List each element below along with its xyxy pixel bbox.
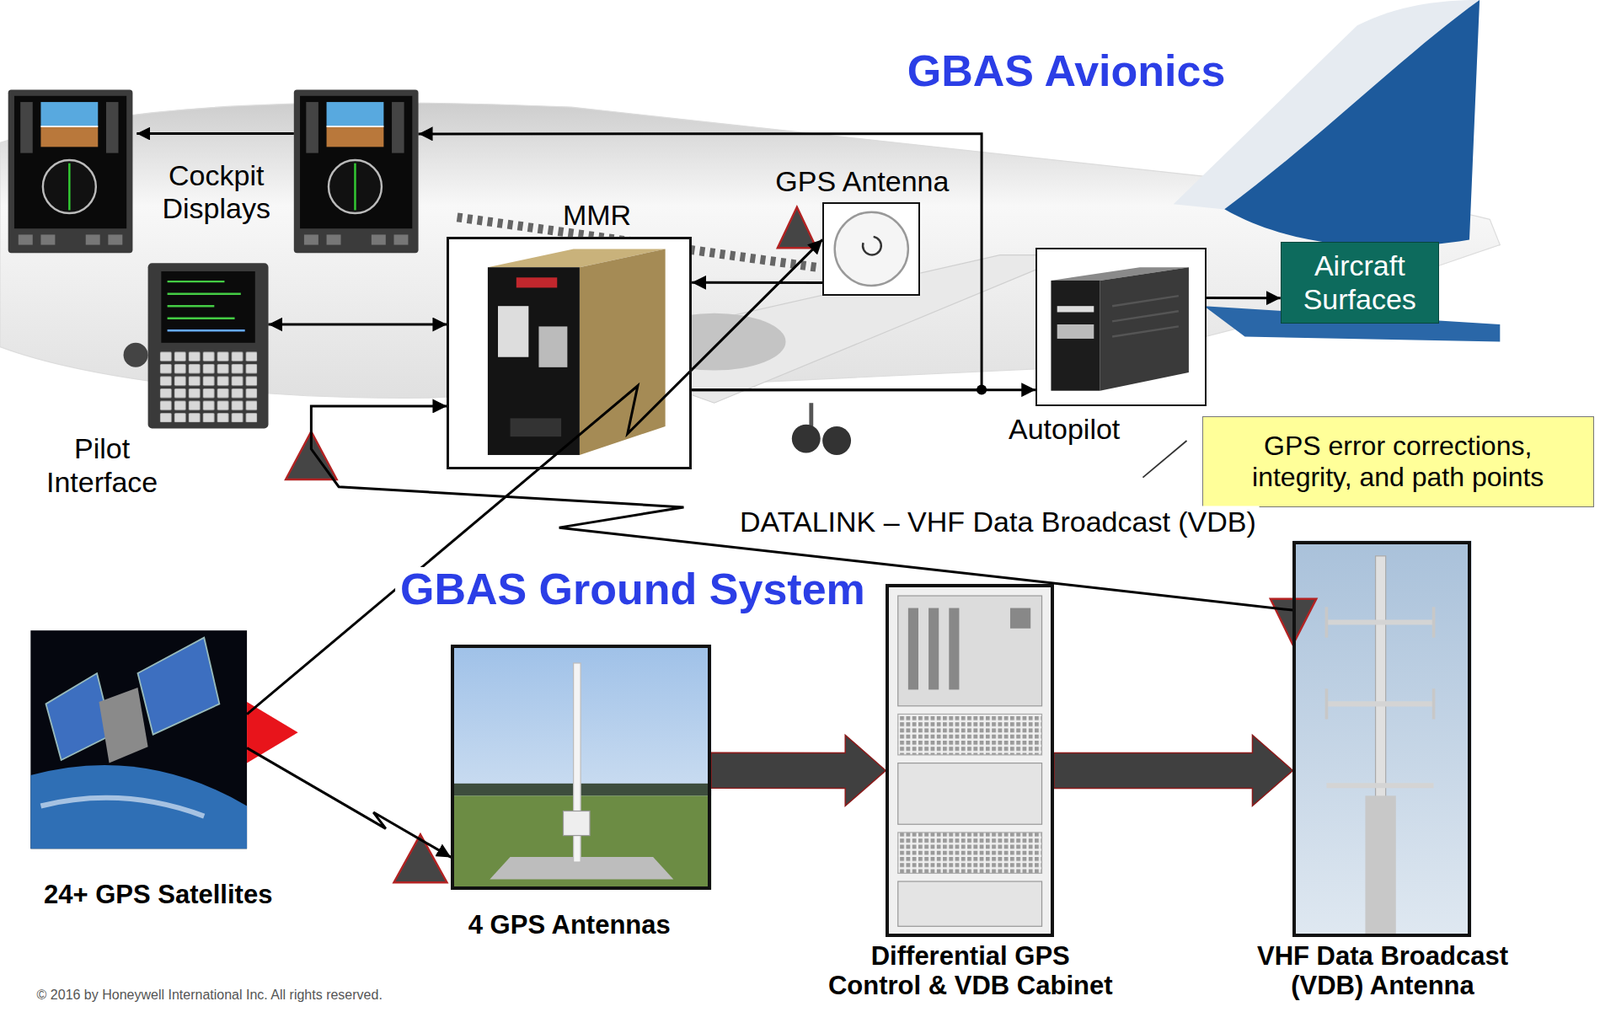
component-label: 24+ GPS Satellites xyxy=(43,879,273,910)
pilot-interface: Pilot Interface xyxy=(148,262,269,429)
connector-arrow xyxy=(246,239,823,714)
component-label: 4 GPS Antennas xyxy=(468,909,671,941)
display-group: Cockpit Displays xyxy=(8,90,419,254)
connector-arrow xyxy=(1206,296,1281,300)
vdb-antenna: VHF Data Broadcast (VDB) Antenna xyxy=(1292,540,1472,937)
component-label: GPS error corrections, integrity, and pa… xyxy=(1216,430,1580,493)
ground-gps-antennas: 4 GPS Antennas xyxy=(450,644,712,890)
autopilot-unit: Autopilot xyxy=(1035,247,1206,407)
gps-antenna: GPS Antenna xyxy=(822,202,921,296)
component-label: Pilot Interface xyxy=(32,432,171,498)
connector-arrow xyxy=(691,281,823,284)
component-label: Differential GPS Control & VDB Cabinet xyxy=(823,941,1119,1001)
callout-box: GPS error corrections, integrity, and pa… xyxy=(1202,416,1595,508)
section-heading: GBAS Ground System xyxy=(395,567,871,611)
component-label: GPS Antenna xyxy=(775,165,949,198)
component-label: VHF Data Broadcast (VDB) Antenna xyxy=(1239,941,1526,1001)
aircraft-surfaces-box: Aircraft Surfaces xyxy=(1280,241,1440,323)
copyright-note: © 2016 by Honeywell International Inc. A… xyxy=(37,987,383,1003)
component-label: MMR xyxy=(562,198,632,232)
dgps-cabinet: Differential GPS Control & VDB Cabinet xyxy=(885,583,1055,937)
connector-label: DATALINK – VHF Data Broadcast (VDB) xyxy=(736,506,1260,540)
block-arrow xyxy=(711,734,886,806)
connector-arrow xyxy=(310,406,1293,611)
component-label: Cockpit Displays xyxy=(144,159,289,225)
section-heading: GBAS Avionics xyxy=(907,46,1226,97)
mmr-unit: MMR xyxy=(446,236,692,470)
connector-arrow xyxy=(268,323,448,327)
block-arrow xyxy=(1054,734,1293,806)
component-label: Autopilot xyxy=(1008,412,1120,446)
connector-arrow xyxy=(691,388,1036,391)
connector-arrow xyxy=(418,133,983,391)
component-label: Aircraft Surfaces xyxy=(1288,249,1432,316)
connector-arrow xyxy=(246,748,451,858)
gps-satellite: 24+ GPS Satellites xyxy=(30,630,247,849)
